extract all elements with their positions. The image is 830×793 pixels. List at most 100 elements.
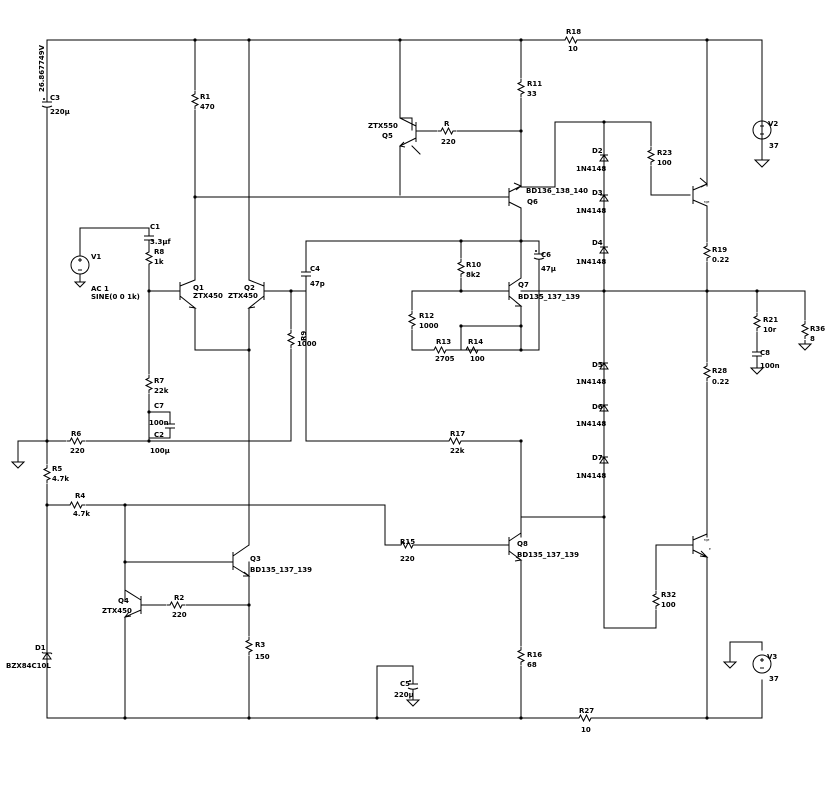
- r-symbol: [437, 127, 457, 135]
- q2-ref: Q2: [244, 284, 255, 292]
- r10-value: 8k2: [466, 271, 481, 279]
- v3-value: 37: [769, 675, 779, 683]
- r15-ref: R15: [400, 538, 415, 546]
- q2-model: ZTX450: [228, 292, 258, 300]
- d6-ref: D6: [592, 403, 603, 411]
- v1-ground: [73, 274, 87, 288]
- r6-symbol: [66, 437, 86, 445]
- r3-value: 150: [255, 653, 270, 661]
- c1-ref: C1: [150, 223, 160, 231]
- v2-ref: V2: [768, 120, 778, 128]
- r1-ref: R1: [200, 93, 210, 101]
- q8-model: BD135_137_139: [517, 551, 579, 559]
- junctions: [45, 38, 759, 720]
- r6-value: 220: [70, 447, 85, 455]
- r23-value: 100: [657, 159, 672, 167]
- c7-ref: C7: [154, 402, 164, 410]
- c4-value: 47p: [310, 280, 325, 288]
- d5-model: 1N4148: [576, 378, 606, 386]
- q1-ref: Q1: [193, 284, 204, 292]
- r32-value: 100: [661, 601, 676, 609]
- v2-ground: [753, 139, 771, 168]
- q3-ref: Q3: [250, 555, 261, 563]
- r12-value: 1000: [419, 322, 439, 330]
- c8-value: 100n: [760, 362, 780, 370]
- r2-ref: R2: [174, 594, 184, 602]
- v1-symbol: [70, 255, 90, 275]
- r5-value: 4.7k: [52, 475, 69, 483]
- r36-symbol: [801, 320, 809, 340]
- r21-value: 10r: [763, 326, 777, 334]
- r36-ref: R36: [810, 325, 825, 333]
- c2-ref: C2: [154, 431, 164, 439]
- r27-symbol: [575, 714, 595, 722]
- r36-value: 8: [810, 335, 815, 343]
- r4-symbol: [66, 501, 86, 509]
- r10-ref: R10: [466, 261, 481, 269]
- c4-ref: C4: [310, 265, 320, 273]
- r7-ref: R7: [154, 377, 164, 385]
- c3-value: 220µ: [50, 108, 70, 116]
- r28-ref: R28: [712, 367, 727, 375]
- q5-ref: Q5: [382, 132, 393, 140]
- q5-model: ZTX550: [368, 122, 398, 130]
- r32-symbol: [652, 590, 660, 610]
- r7-value: 22k: [154, 387, 169, 395]
- d7-ref: D7: [592, 454, 603, 462]
- c5-ground: [405, 699, 421, 707]
- r21-ref: R21: [763, 316, 778, 324]
- r9-value: 1000: [297, 340, 317, 348]
- c5-ref: C5: [400, 680, 410, 688]
- r14-value: 100: [470, 355, 485, 363]
- q-output-top-symbol: MJE: [692, 177, 709, 207]
- r1-symbol: [191, 90, 199, 110]
- r2-symbol: [166, 601, 186, 609]
- r-ref: R: [444, 120, 450, 128]
- c6-ref: C6: [541, 251, 551, 259]
- q6-ref: Q6: [527, 198, 538, 206]
- d1-ref: D1: [35, 644, 46, 652]
- r8-symbol: [145, 248, 153, 268]
- r15-value: 220: [400, 555, 415, 563]
- r28-value: 0.22: [712, 378, 729, 386]
- d7-model: 1N4148: [576, 472, 606, 480]
- r2-value: 220: [172, 611, 187, 619]
- r23-symbol: [647, 146, 655, 166]
- c5-value: 220µ: [394, 691, 414, 699]
- q4-model: ZTX450: [102, 607, 132, 615]
- q3-symbol: [232, 544, 251, 577]
- r5-ref: R5: [52, 465, 62, 473]
- c3-ref: C3: [50, 94, 60, 102]
- svg-text:MJE: MJE: [704, 538, 709, 542]
- r19-value: 0.22: [712, 256, 729, 264]
- r6-ref: R6: [71, 430, 81, 438]
- svg-text:E: E: [709, 547, 711, 551]
- q8-symbol: [508, 532, 523, 562]
- v1-line2: SINE(0 0 1k): [91, 293, 140, 301]
- r4-ref: R4: [75, 492, 85, 500]
- q4-symbol: [123, 589, 142, 618]
- r1-value: 470: [200, 103, 215, 111]
- c6-value: 47µ: [541, 265, 556, 273]
- d3-ref: D3: [592, 189, 603, 197]
- r14-symbol: [462, 346, 482, 354]
- v3-ground: [722, 661, 738, 669]
- q-output-bottom-symbol: MJE E: [692, 533, 711, 558]
- q1-symbol: [179, 279, 197, 309]
- q2-symbol: [247, 279, 265, 309]
- r16-value: 68: [527, 661, 537, 669]
- r14-ref: R14: [468, 338, 483, 346]
- r9-symbol: [287, 329, 295, 349]
- r21-symbol: [753, 312, 761, 332]
- v3-ref: V3: [767, 653, 777, 661]
- d4-model: 1N4148: [576, 258, 606, 266]
- d2-model: 1N4148: [576, 165, 606, 173]
- r36-ground: [797, 340, 813, 351]
- d3-model: 1N4148: [576, 207, 606, 215]
- r18-value: 10: [568, 45, 578, 53]
- q8-ref: Q8: [517, 540, 528, 548]
- node-voltage: 26.867749V: [38, 44, 46, 92]
- q4-ref: Q4: [118, 597, 129, 605]
- r7-symbol: [145, 374, 153, 394]
